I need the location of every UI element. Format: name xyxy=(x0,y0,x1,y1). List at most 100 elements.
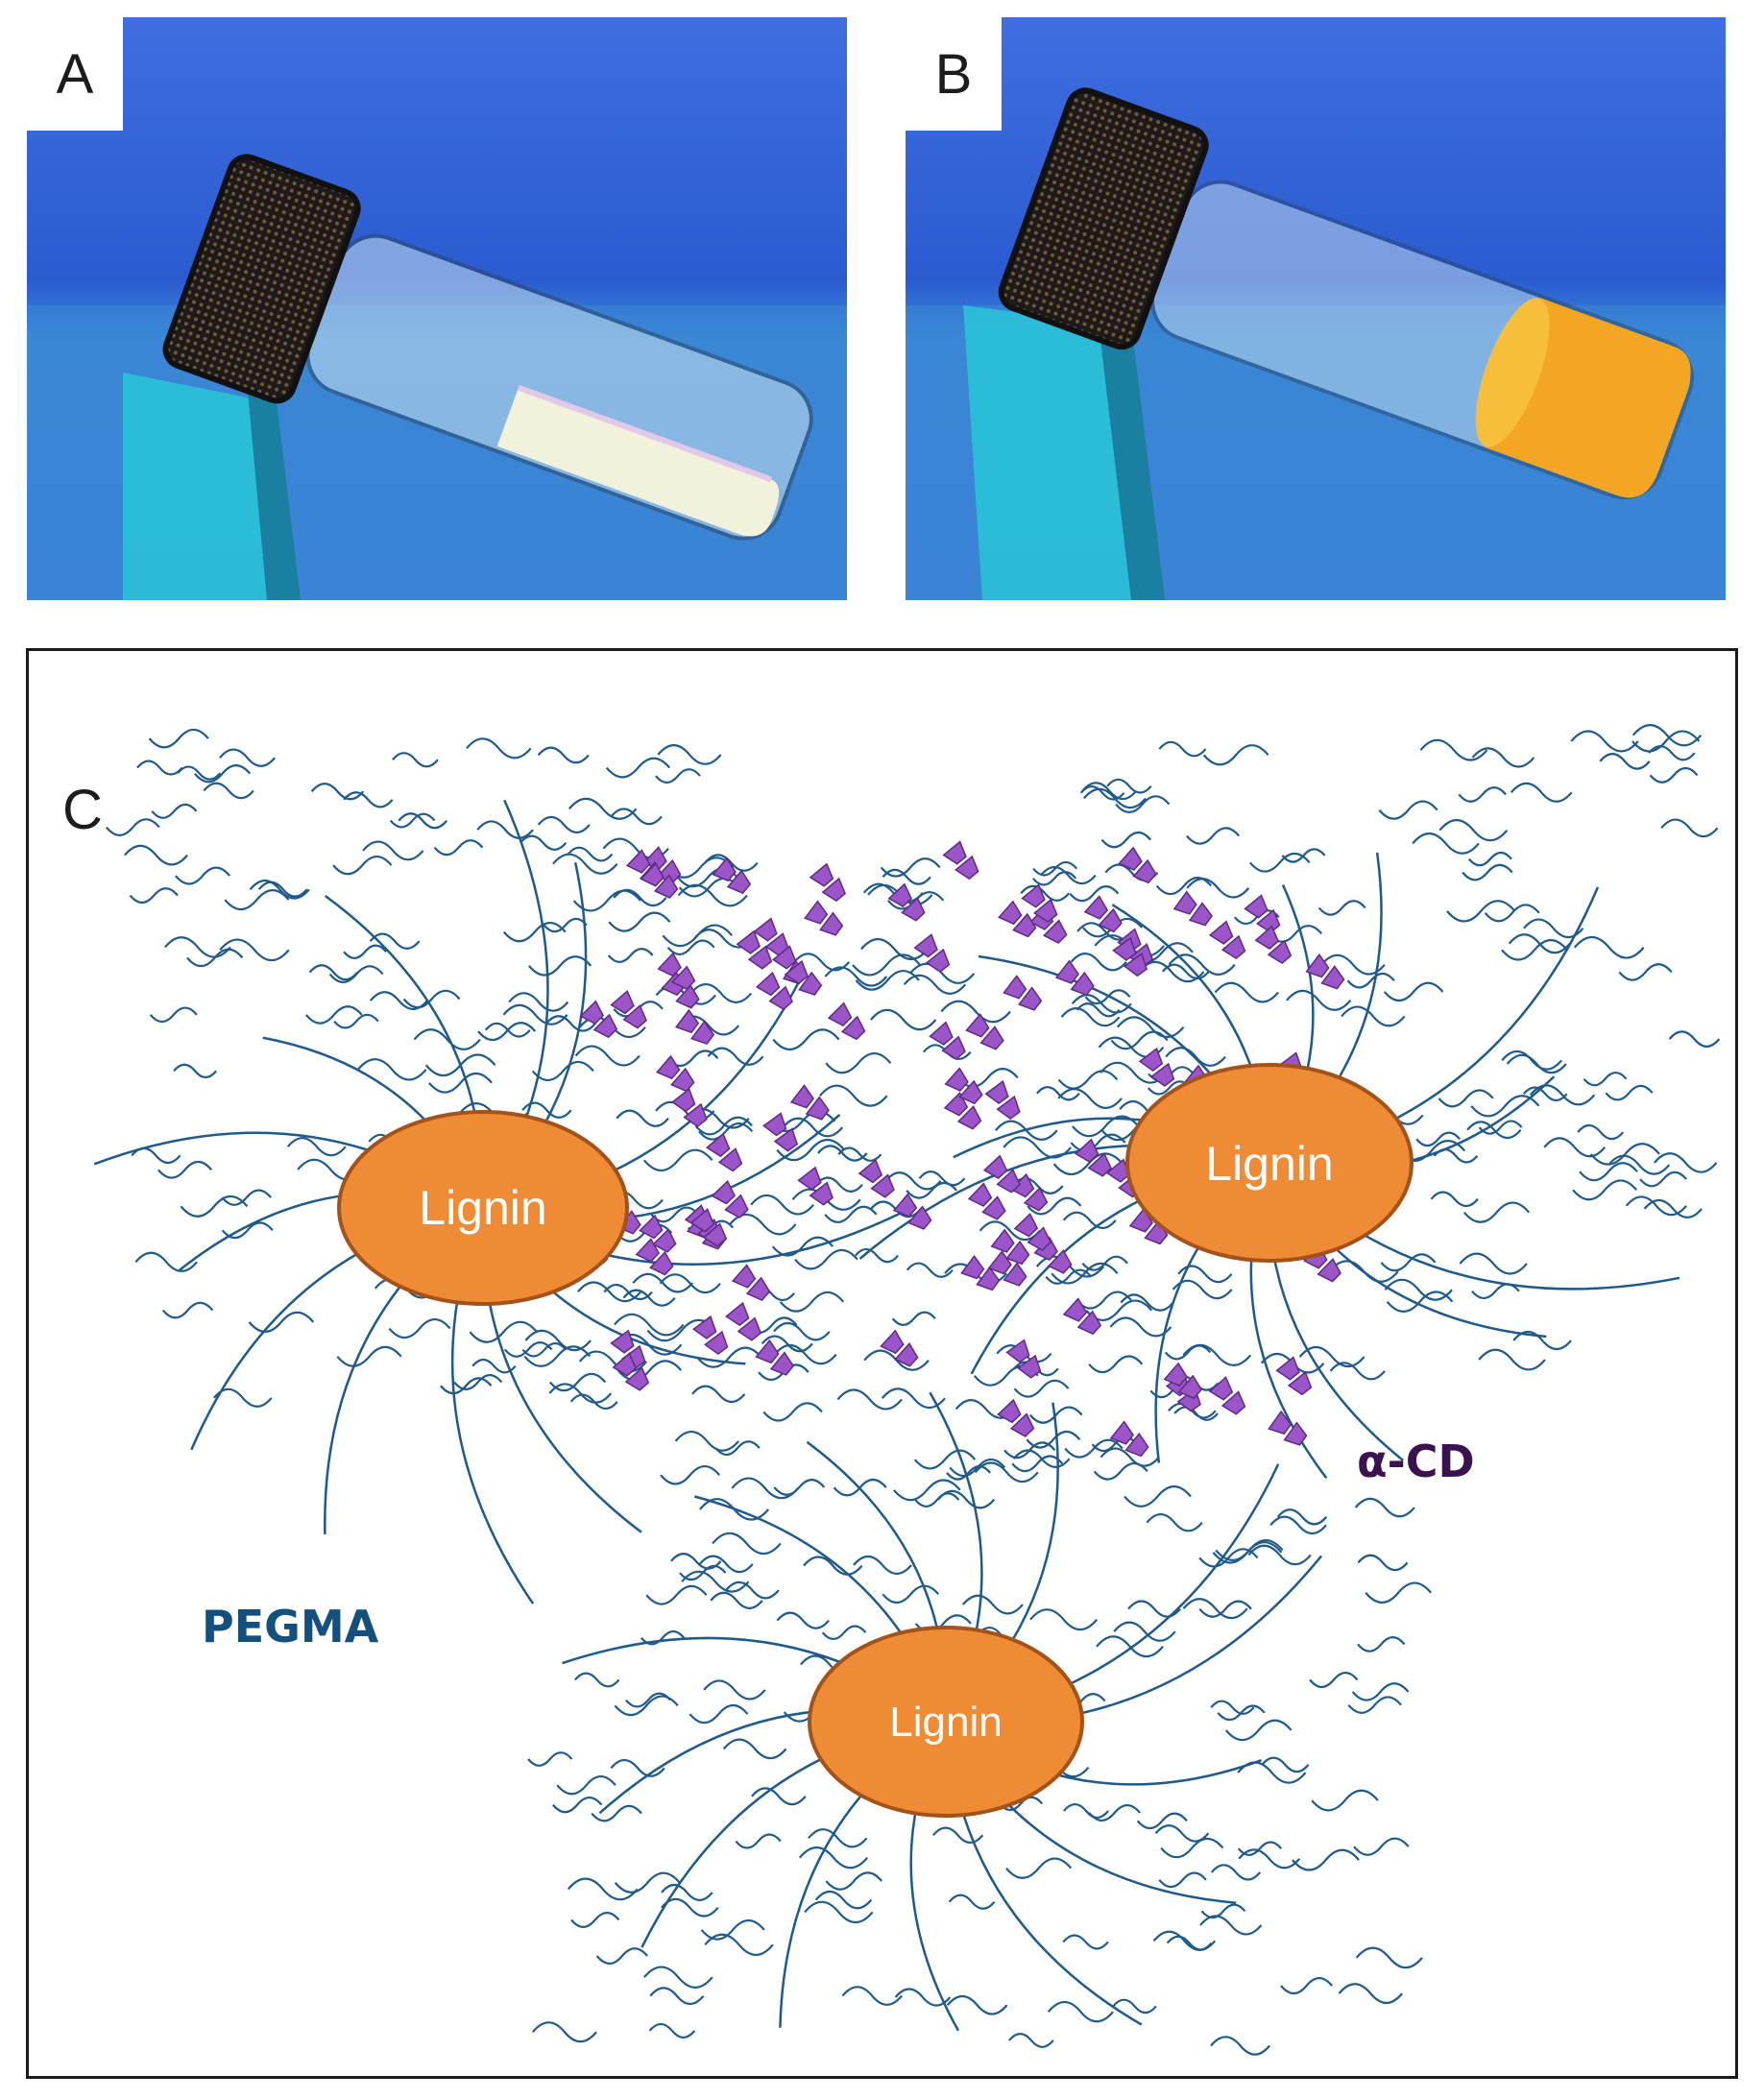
pegma-side-chain xyxy=(1210,1864,1262,1881)
alpha-cd-molecule xyxy=(625,849,665,887)
pegma-side-chain xyxy=(1116,1016,1185,1039)
pegma-side-chain xyxy=(882,1584,940,1604)
pegma-side-chain xyxy=(771,1236,834,1257)
pegma-side-chain xyxy=(1224,1719,1293,1742)
pegma-side-chain xyxy=(124,844,188,866)
pegma-side-chain xyxy=(1027,1196,1082,1216)
pegma-side-chain xyxy=(1060,1007,1121,1027)
pegma-label: PEGMA xyxy=(202,1601,379,1653)
alpha-cd-molecule xyxy=(1172,890,1213,927)
pegma-side-chain xyxy=(1161,963,1210,980)
pegma-side-chain xyxy=(880,857,941,878)
pegma-side-chain xyxy=(424,1053,496,1077)
pegma-side-chain xyxy=(614,1871,681,1894)
pegma-side-chain xyxy=(677,883,748,907)
pegma-side-chain xyxy=(712,1532,782,1556)
pegma-side-chain xyxy=(645,1584,708,1605)
pegma-side-chain xyxy=(1064,1438,1124,1459)
pegma-side-chain xyxy=(1512,1330,1572,1351)
pegma-side-chain xyxy=(694,1116,753,1136)
pegma-side-chain xyxy=(804,1900,874,1924)
pegma-side-chain xyxy=(903,974,967,995)
pegma-side-chain xyxy=(148,728,209,749)
lignin-particle-left: Lignin xyxy=(337,1110,629,1306)
pegma-side-chain xyxy=(466,737,532,760)
pegma-side-chain xyxy=(1008,2033,1054,2048)
pegma-side-chain xyxy=(524,1329,592,1352)
alpha-cd-molecule xyxy=(1254,925,1293,965)
pegma-side-chain xyxy=(689,982,753,1003)
pegma-side-chain xyxy=(332,855,393,876)
pegma-side-chain xyxy=(578,1350,648,1373)
pegma-side-chain xyxy=(574,1672,620,1688)
pegma-side-chain xyxy=(1328,1260,1399,1283)
pegma-side-chain xyxy=(469,1320,539,1343)
pegma-side-chain xyxy=(979,1220,1041,1242)
pegma-side-chain xyxy=(1438,819,1509,842)
pegma-side-chain xyxy=(1237,1761,1307,1784)
pegma-side-chain xyxy=(477,1022,537,1042)
pegma-side-chain xyxy=(572,889,641,912)
pegma-side-chain xyxy=(1172,1279,1233,1300)
pegma-side-chain xyxy=(1357,1554,1409,1572)
pegma-side-chain xyxy=(343,944,388,959)
pegma-side-chain xyxy=(1329,1362,1386,1381)
alpha-cd-molecule xyxy=(657,952,696,991)
pegma-side-chain xyxy=(1384,1278,1453,1301)
alpha-cd-molecule xyxy=(1208,920,1246,960)
pegma-side-chain xyxy=(946,1465,991,1481)
pegma-side-chain xyxy=(1081,1255,1128,1271)
alpha-cd-molecule xyxy=(755,1339,795,1376)
pegma-side-chain xyxy=(1309,1671,1359,1689)
pegma-side-chain xyxy=(1346,972,1395,989)
pegma-side-chain xyxy=(1112,1998,1157,2015)
pegma-side-chain xyxy=(814,1890,873,1910)
pegma-side-chain xyxy=(1075,1291,1132,1310)
alpha-cd-molecule xyxy=(1009,1172,1049,1212)
pegma-side-chain xyxy=(798,1846,869,1870)
pegma-side-chain xyxy=(961,1594,1024,1615)
pegma-side-chain xyxy=(136,760,183,776)
pegma-side-chain xyxy=(1618,963,1673,981)
pegma-side-chain xyxy=(1639,1170,1688,1188)
pegma-side-chain xyxy=(1062,1934,1109,1950)
alpha-cd-molecule xyxy=(671,1088,708,1127)
alpha-cd-molecule xyxy=(674,1008,715,1046)
pegma-side-chain xyxy=(1096,1635,1164,1658)
pegma-side-chain xyxy=(1166,1935,1213,1951)
pegma-side-chain xyxy=(882,868,931,885)
alpha-cd-molecule xyxy=(1208,1376,1246,1415)
pegma-side-chain xyxy=(603,1283,653,1301)
pegma-side-chain xyxy=(1529,1084,1596,1106)
pegma-side-chain xyxy=(356,1058,427,1081)
alpha-cd-molecule xyxy=(984,1079,1021,1121)
alpha-cd-molecule xyxy=(982,1154,1021,1194)
pegma-side-chain xyxy=(440,1377,493,1395)
pegma-side-chain xyxy=(1071,994,1132,1014)
pegma-side-chain xyxy=(956,1068,1019,1088)
alpha-cd-molecule xyxy=(579,1000,618,1039)
pegma-side-chain xyxy=(643,1966,713,1989)
pegma-side-chain xyxy=(704,1933,774,1957)
alpha-cd-molecule xyxy=(1112,936,1148,977)
alpha-cd-molecule xyxy=(1054,959,1095,997)
alpha-cd-molecule xyxy=(762,1112,799,1152)
pegma-side-chain xyxy=(219,748,276,767)
alpha-cd-molecule xyxy=(771,945,809,985)
pegma-side-chain xyxy=(632,1272,693,1293)
alpha-cd-molecule xyxy=(1005,1339,1042,1379)
pegma-side-chain xyxy=(870,1008,937,1031)
pegma-side-chain xyxy=(1412,832,1480,855)
pegma-side-chain xyxy=(1040,865,1097,885)
alpha-cd-molecule xyxy=(635,1238,674,1276)
pegma-side-chain xyxy=(476,820,534,839)
pegma-side-chain xyxy=(1466,1121,1522,1140)
alpha-cd-molecule xyxy=(997,1398,1035,1437)
pegma-side-chain xyxy=(884,1171,942,1191)
pegma-side-chain xyxy=(974,1461,1039,1484)
lignin-label-bottom: Lignin xyxy=(889,1699,1002,1746)
pegma-side-chain xyxy=(776,1139,846,1162)
pegma-side-chain xyxy=(1075,1002,1121,1018)
pegma-side-chain xyxy=(931,1826,984,1845)
pegma-side-chain xyxy=(913,1449,977,1470)
